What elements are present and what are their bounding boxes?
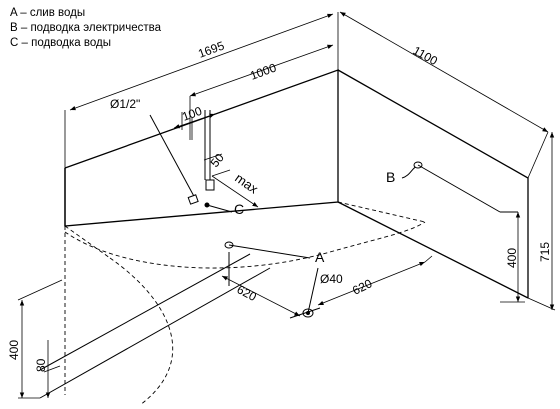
dimension-1000 <box>189 44 334 140</box>
dim-100-label: 100 <box>180 104 204 124</box>
dimension-1100 <box>339 11 549 179</box>
dimension-400-right <box>500 212 525 303</box>
marker-c: C <box>234 201 244 217</box>
dimension-1695 <box>64 12 339 168</box>
bathtub-rim-curve <box>64 221 426 269</box>
dim-400-left-label: 400 <box>7 340 21 360</box>
bathtub-corner-edge <box>337 201 426 223</box>
bathtub-base-curve <box>109 257 174 406</box>
pipe-diameter-label: Ø1/2" <box>110 97 140 111</box>
floor-line-lower <box>39 267 271 399</box>
dim-620-right-label: 620 <box>350 276 374 298</box>
marker-b: B <box>386 169 395 185</box>
dim-715-label: 715 <box>538 242 552 262</box>
dimension-620-right <box>317 255 433 306</box>
dimension-50-max <box>203 153 259 208</box>
bathtub-edge <box>64 225 111 259</box>
bathtub-outline <box>64 201 426 406</box>
floor-lines <box>39 253 271 399</box>
dim-400-right-label: 400 <box>505 248 519 268</box>
dim-1000-label: 1000 <box>248 60 278 82</box>
left-wall <box>64 69 339 227</box>
drain-a <box>224 241 321 319</box>
floor-line-upper <box>39 253 251 371</box>
drain-diameter-label: Ø40 <box>320 272 343 286</box>
dim-1695-label: 1695 <box>196 38 226 60</box>
dimension-715 <box>527 132 556 311</box>
right-wall-floor <box>337 201 529 299</box>
water-pipe <box>149 110 233 213</box>
dimension-80 <box>43 340 61 398</box>
dim-80-label: 80 <box>34 358 48 372</box>
dimension-620-left <box>221 275 301 317</box>
marker-a: A <box>315 249 325 265</box>
dim-1100-label: 1100 <box>411 43 441 68</box>
dim-50-label: 50 <box>208 150 228 169</box>
legend-item-a: A – слив воды <box>10 7 86 19</box>
dimension-400-left <box>17 279 63 399</box>
electric-connector <box>401 161 518 213</box>
